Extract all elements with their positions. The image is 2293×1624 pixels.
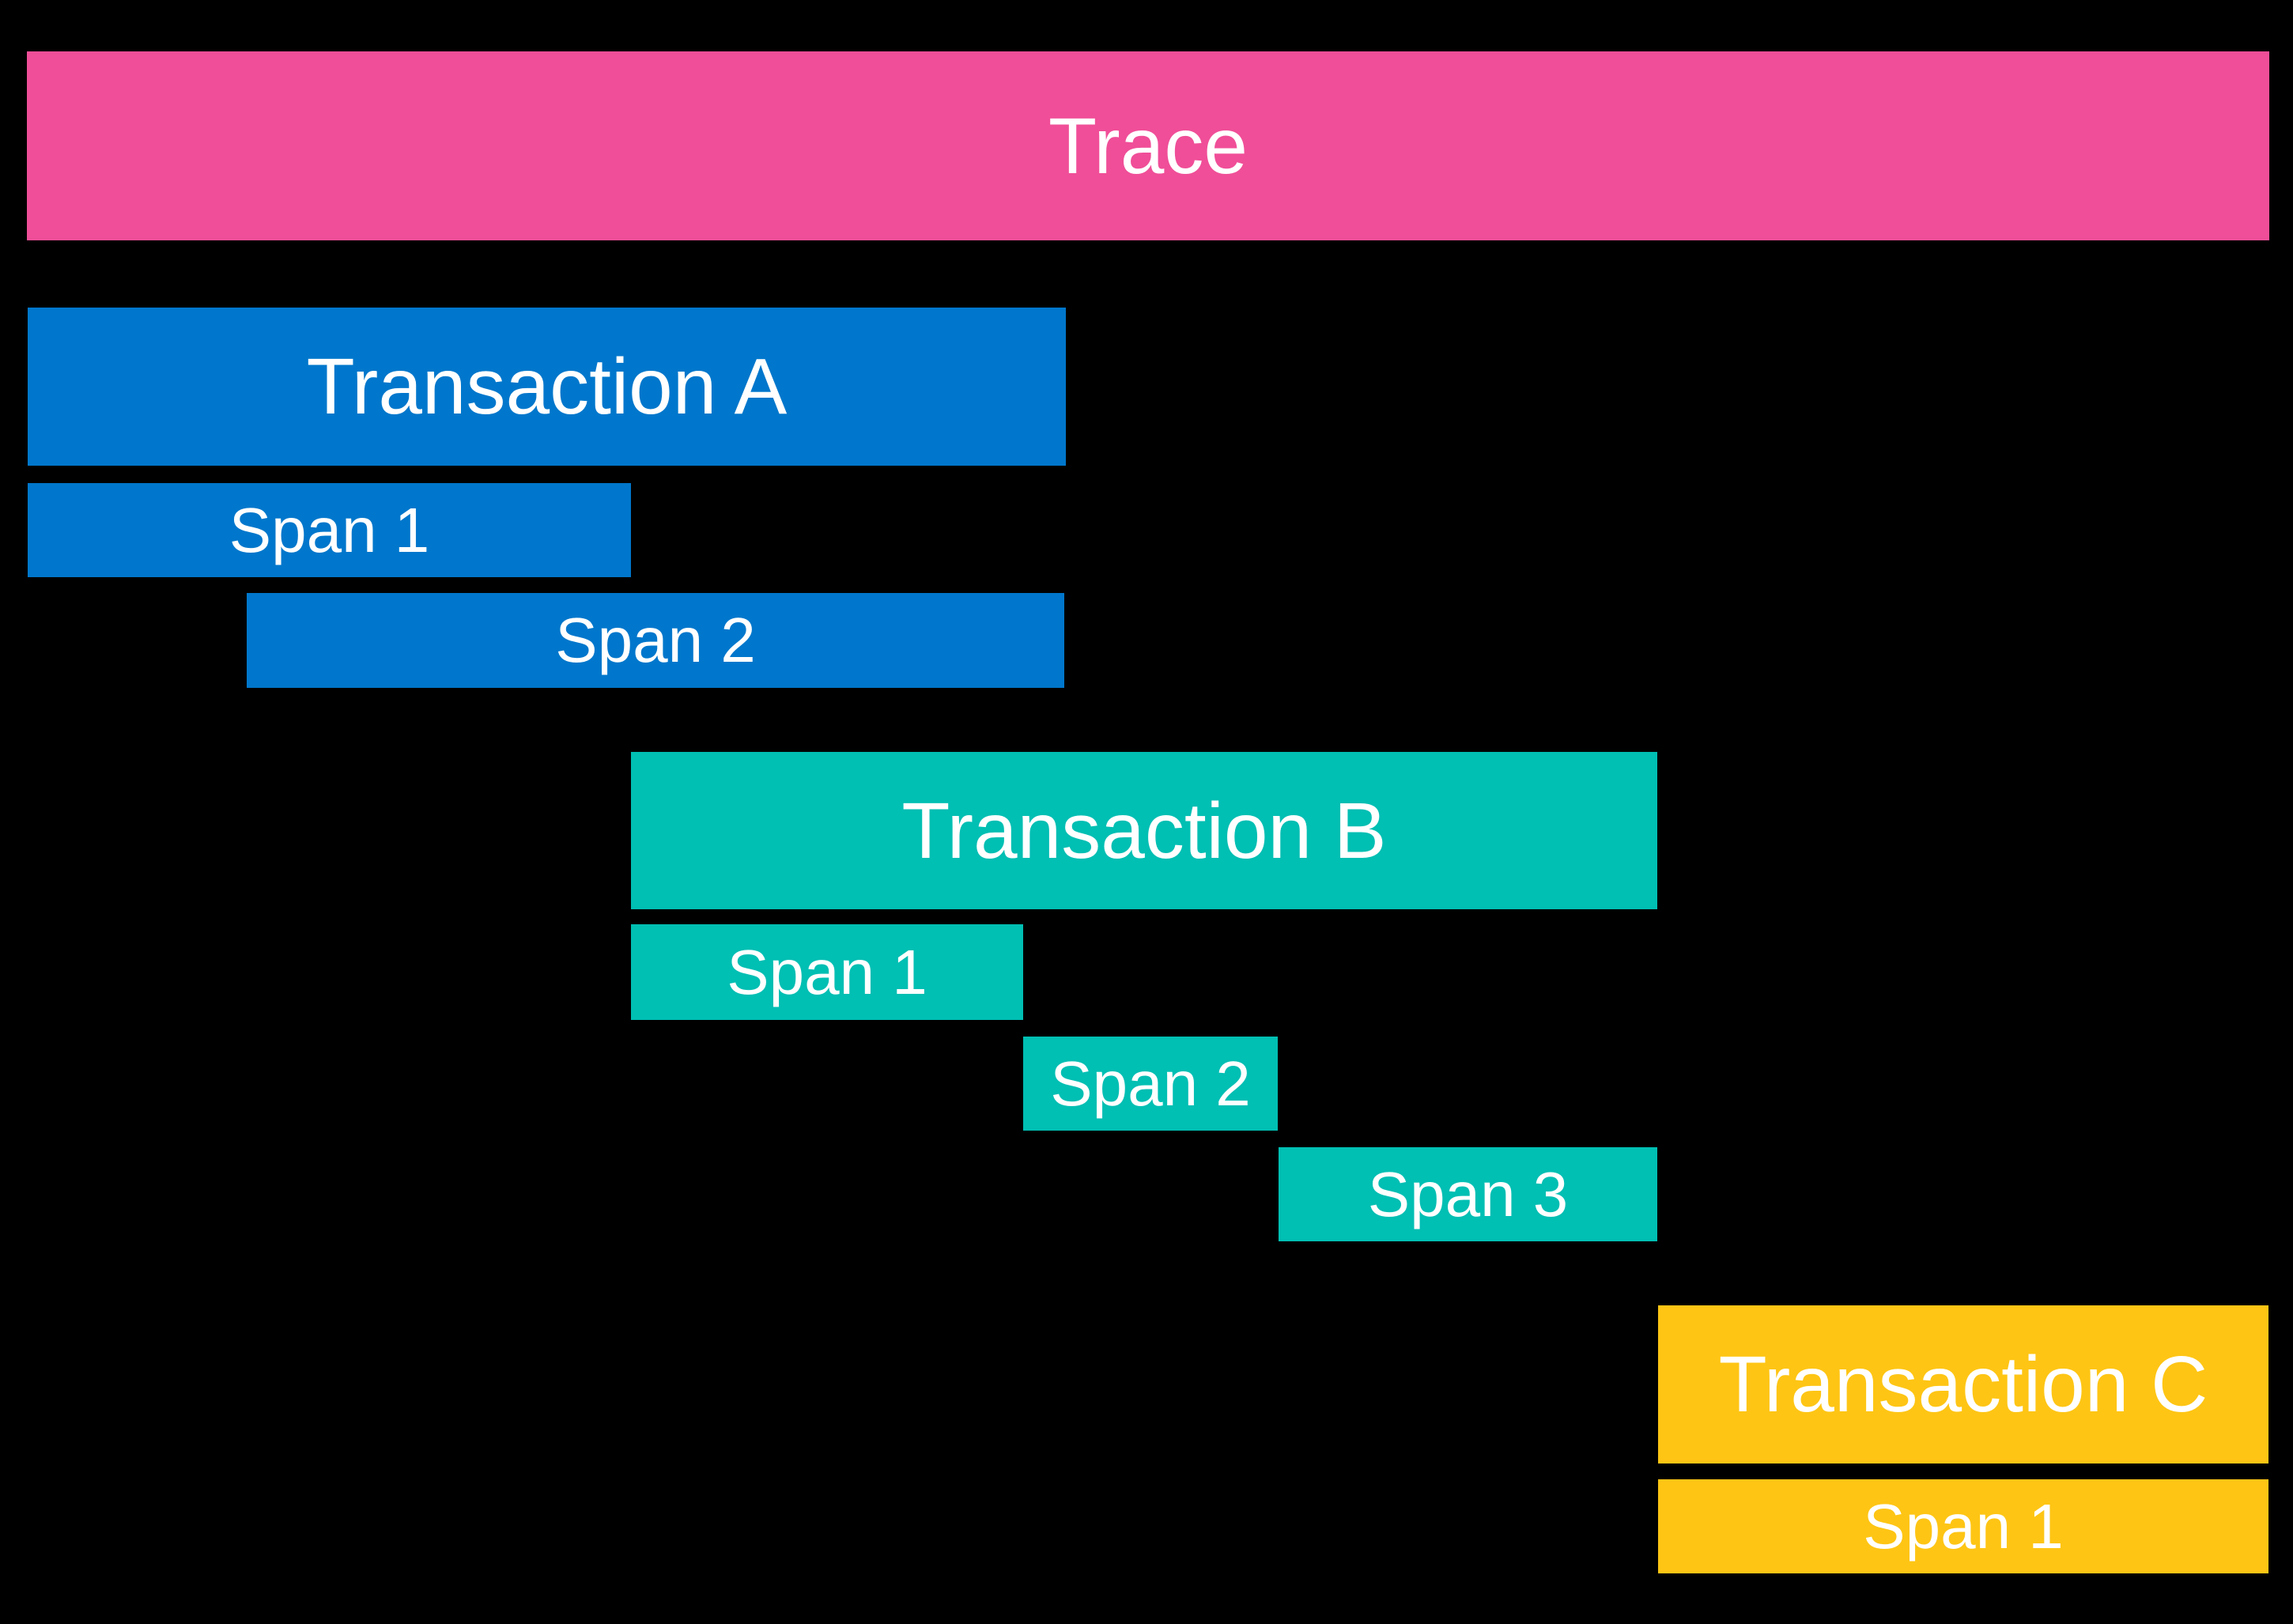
transaction-b-label: Transaction B — [901, 786, 1387, 875]
transaction-c-label: Transaction C — [1718, 1340, 2208, 1429]
transaction-a-span-1-label: Span 1 — [229, 494, 430, 565]
transaction-b-span-1-bar: Span 1 — [631, 924, 1023, 1020]
transaction-b-span-2-bar: Span 2 — [1023, 1037, 1278, 1131]
transaction-c-span-1-label: Span 1 — [1863, 1490, 2064, 1562]
transaction-a-span-1-bar: Span 1 — [28, 483, 631, 577]
trace-bar: Trace — [27, 51, 2269, 240]
transaction-b-span-2-label: Span 2 — [1050, 1048, 1251, 1119]
transaction-b-span-3-bar: Span 3 — [1279, 1147, 1657, 1241]
transaction-a-span-2-bar: Span 2 — [247, 593, 1064, 688]
transaction-a-span-2-label: Span 2 — [555, 605, 756, 675]
transaction-a-label: Transaction A — [306, 342, 788, 431]
transaction-c-bar: Transaction C — [1658, 1305, 2268, 1463]
transaction-a-bar: Transaction A — [28, 308, 1066, 466]
transaction-c-span-1-bar: Span 1 — [1658, 1479, 2268, 1573]
transaction-b-span-1-label: Span 1 — [727, 936, 927, 1007]
transaction-b-bar: Transaction B — [631, 752, 1657, 909]
transaction-b-span-3-label: Span 3 — [1367, 1158, 1569, 1229]
trace-label: Trace — [1048, 101, 1248, 191]
